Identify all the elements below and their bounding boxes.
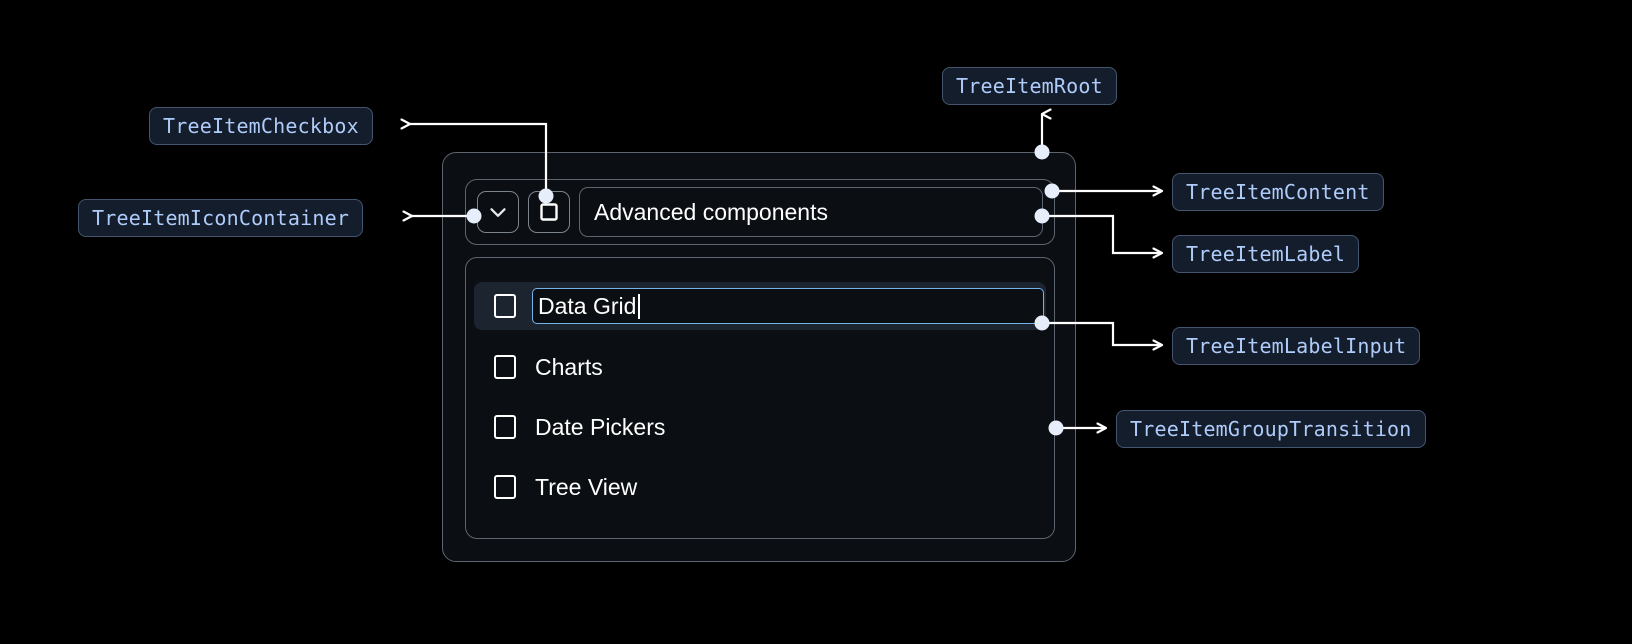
tree-row-label: Charts [535,353,603,380]
checkbox-unchecked-icon[interactable] [494,475,516,499]
treeitem-label[interactable]: Advanced components [579,187,1043,237]
checkbox-unchecked-icon [537,200,561,224]
tree-row[interactable]: Charts [466,344,1054,390]
treeitem-root[interactable]: Advanced components Data Grid Charts Dat… [442,152,1076,562]
treeitem-checkbox[interactable] [528,191,570,233]
annotation-pill-treeitemcontent: TreeItemContent [1172,173,1384,211]
tree-row-label: Tree View [535,473,638,500]
tree-row[interactable]: Data Grid [474,282,1046,330]
annotation-pill-treeitemiconcontainer: TreeItemIconContainer [78,199,364,237]
treeitem-label-input-value: Data Grid [538,292,637,319]
treeitem-label-input[interactable]: Data Grid [532,288,1044,324]
checkbox-unchecked-icon[interactable] [494,415,516,439]
checkbox-unchecked-icon[interactable] [494,294,516,318]
tree-row-label: Date Pickers [535,413,666,440]
annotation-pill-treeitemgrouptransition: TreeItemGroupTransition [1116,410,1426,448]
text-caret [638,293,640,319]
annotation-pill-treeitemlabel: TreeItemLabel [1172,235,1360,273]
annotation-pill-treeitemlabelinput: TreeItemLabelInput [1172,327,1421,365]
annotation-pill-treeitemroot: TreeItemRoot [942,67,1117,105]
tree-row[interactable]: Date Pickers [466,404,1054,450]
tree-row[interactable]: Tree View [466,464,1054,510]
treeitem-icon-container[interactable] [477,191,519,233]
treeitem-content[interactable]: Advanced components [465,179,1055,245]
treeitem-group-transition: Data Grid Charts Date Pickers Tree View [465,257,1055,539]
chevron-down-icon [485,199,511,225]
annotation-pill-treeitemcheckbox: TreeItemCheckbox [149,107,373,145]
checkbox-unchecked-icon[interactable] [494,355,516,379]
